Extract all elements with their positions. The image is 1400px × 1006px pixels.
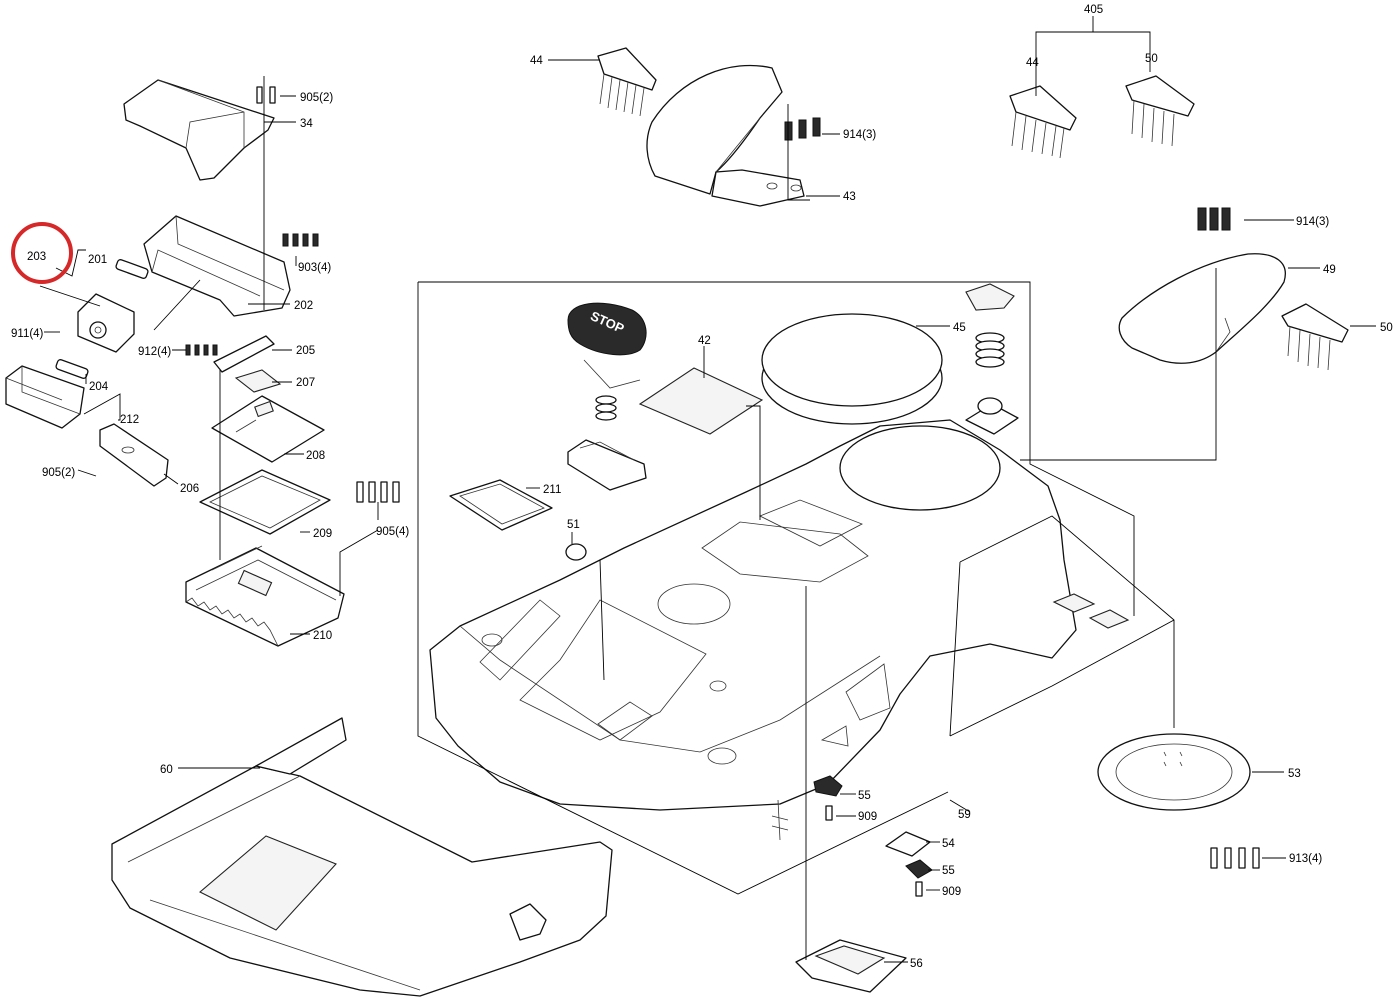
callout-206: 206 [180,483,199,495]
callout-909-b: 909 [942,886,961,898]
callout-55-a: 55 [858,790,871,802]
stop-button-assembly: STOP [567,302,647,491]
part-203-socket [77,293,135,353]
leader-lines [39,16,1376,963]
part-42-pad [638,367,764,435]
callout-909-a: 909 [858,811,877,823]
callout-211: 211 [543,484,561,496]
callout-912-4: 912(4) [138,346,171,358]
screws-905-top [256,86,276,104]
screws-914-a [784,117,821,141]
callout-905-2-b: 905(2) [42,467,75,479]
part-204-gasket [55,359,89,379]
part-43-front-hood [646,64,805,207]
part-209-gasket [199,469,331,535]
callout-914-3-b: 914(3) [1296,216,1329,228]
callout-49: 49 [1323,264,1336,276]
callout-208: 208 [306,450,325,462]
spring-assembly [965,283,1019,435]
callout-905-4: 905(4) [376,526,409,538]
part-210-controller-box [185,545,345,647]
callout-labels: 405 44 50 44 905(2) 34 914(3) 43 914(3) … [11,4,1393,970]
part-50-brush-right [1281,303,1349,371]
callout-45: 45 [953,322,966,334]
part-208-pcb [211,395,325,463]
callout-44-top: 44 [530,55,543,67]
part-53-disc [1097,733,1251,811]
callout-202: 202 [294,300,313,312]
screws-903 [282,233,319,247]
screws-913 [1210,847,1260,869]
part-211-gasket [449,479,553,531]
callout-903-4: 903(4) [298,262,331,274]
part-212-battery [5,365,85,429]
part-50-brush-kit [1125,75,1195,147]
callout-212: 212 [120,414,139,426]
part-34-cover [123,79,275,181]
part-206-plate [99,423,169,487]
callout-50-kit: 50 [1145,53,1158,65]
clip-hanging [771,799,789,841]
callout-59: 59 [958,809,971,821]
callout-42: 42 [698,335,711,347]
callout-911-4: 911(4) [11,328,44,340]
callout-405: 405 [1084,4,1103,16]
part-45-cap [761,313,943,425]
callout-201: 201 [88,254,107,266]
part-207-pad [234,369,282,393]
callout-913-4: 913(4) [1289,853,1322,865]
callout-203: 203 [27,251,46,263]
callout-53: 53 [1288,768,1301,780]
callout-43: 43 [843,191,856,203]
callout-209: 209 [313,528,332,540]
callout-56: 56 [910,958,923,970]
callout-54: 54 [942,838,955,850]
chassis-pads [1052,593,1130,629]
screws-914-b [1197,207,1231,231]
callout-204: 204 [89,381,109,393]
part-60-top-cover [111,717,613,997]
part-44-brush-top [597,47,657,117]
part-59-chassis [429,419,1077,811]
part-55-clip-a [813,775,843,821]
callout-44-kit: 44 [1026,57,1039,69]
part-44-brush-kit [1009,85,1077,159]
callout-34: 34 [300,118,313,130]
part-49-rear-hood [1118,253,1286,364]
part-202-housing [143,215,291,317]
screws-912 [185,344,218,356]
callout-51: 51 [567,519,580,531]
callout-205: 205 [296,345,315,357]
callout-914-3-a: 914(3) [843,129,876,141]
callout-50-right: 50 [1380,322,1393,334]
part-205-bracket [213,335,275,373]
part-201-seal [115,259,149,279]
part-51-button [565,543,587,561]
part-56-plate [795,939,907,993]
callout-207: 207 [296,377,315,389]
part-54-bracket [885,831,933,897]
callout-60: 60 [160,764,173,776]
screws-905-4 [356,481,400,503]
highlight-circle [11,222,73,284]
callout-210: 210 [313,630,332,642]
callout-55-b: 55 [942,865,955,877]
callout-905-2-top: 905(2) [300,92,333,104]
